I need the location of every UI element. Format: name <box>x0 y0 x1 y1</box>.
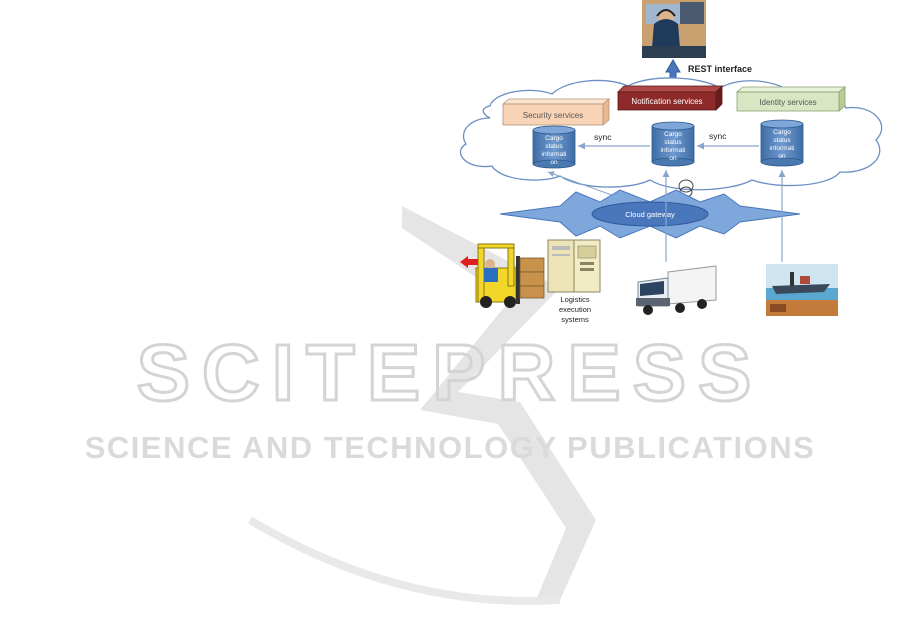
sync-label-right: sync <box>709 131 727 141</box>
les-line2: execution <box>559 305 591 314</box>
db-center-line1: Cargo <box>664 131 682 138</box>
cargo-db-left: Cargo status informati on <box>533 126 575 168</box>
watermark-brand: SCITEPRESS <box>137 328 764 417</box>
port-ship-icon <box>766 264 838 316</box>
security-services-box: Security services <box>503 99 609 125</box>
db-left-line1: Cargo <box>545 135 563 142</box>
db-right-line1: Cargo <box>773 129 791 136</box>
db-right-line3: informati <box>770 145 795 152</box>
les-line3: systems <box>561 315 589 324</box>
notification-services-box: Notification services <box>618 86 722 110</box>
db-left-line2: status <box>545 143 563 150</box>
truck-icon <box>636 266 716 315</box>
cloud-gateway: Cloud gateway <box>500 190 800 238</box>
cloud-gateway-label: Cloud gateway <box>625 210 675 219</box>
operator-photo <box>642 0 706 58</box>
watermark-tagline: SCIENCE AND TECHNOLOGY PUBLICATIONS <box>85 430 816 465</box>
watermark: SCITEPRESS SCIENCE AND TECHNOLOGY PUBLIC… <box>85 206 816 601</box>
watermark-arc-icon <box>250 520 560 601</box>
db-right-line2: status <box>773 137 791 144</box>
db-center-line3: informati <box>661 147 686 154</box>
sync-label-left: sync <box>594 132 612 142</box>
identity-services-box: Identity services <box>737 87 845 111</box>
cargo-db-center: Cargo status informati on <box>652 122 694 166</box>
db-right-line4: on <box>778 153 786 160</box>
cargo-db-right: Cargo status informati on <box>761 120 803 166</box>
rest-interface-label: REST interface <box>688 64 752 74</box>
identity-services-label: Identity services <box>759 98 816 107</box>
db-left-line4: on <box>550 159 558 166</box>
notification-services-label: Notification services <box>631 97 702 106</box>
db-center-line4: on <box>669 155 677 162</box>
logistics-server-icon <box>548 240 600 292</box>
les-line1: Logistics <box>560 295 589 304</box>
security-services-label: Security services <box>523 111 583 120</box>
db-left-line3: informati <box>542 151 567 158</box>
db-center-line2: status <box>664 139 682 146</box>
